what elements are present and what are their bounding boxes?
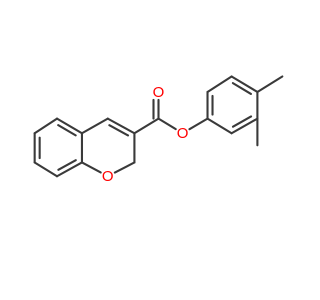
bond-aryl-c3-aryl-c4 <box>230 75 259 94</box>
bond-aryl-c5-aryl-c6-inner <box>231 115 253 128</box>
bond-ring-a-c5-ring-a-c6 <box>55 117 84 135</box>
bond-carbonyl-c-ester-o <box>157 117 177 131</box>
bond-ring-a-c5-ring-b-c4 <box>80 117 109 135</box>
atom-label-ring-b-o1: O <box>102 168 114 185</box>
bond-ring-a-c2-ring-a-c3 <box>33 161 59 178</box>
bond-aryl-c2-aryl-c3 <box>206 75 233 94</box>
bond-ring-b-c3-carbonyl-c <box>133 117 160 135</box>
bond-ring-a-c6-ring-a-c1 <box>33 117 59 135</box>
atom-label-carbonyl-o: O <box>153 84 165 101</box>
bond-aryl-c3-aryl-c4-inner <box>231 82 253 95</box>
bond-ring-b-c4-ring-b-c3-inner <box>108 124 130 137</box>
bond-ring-b-c4-ring-b-c3 <box>106 117 136 135</box>
bond-ring-a-c5-ring-a-c6-inner <box>57 124 77 137</box>
molecule-structure: O O O <box>33 75 284 185</box>
bond-ring-b-c2-ring-b-o1 <box>113 161 136 174</box>
bond-ring-b-o1-ring-a-c4 <box>80 161 102 174</box>
bond-aryl-c5-aryl-c6 <box>230 117 259 135</box>
bond-aryl-c4-methyl-c4 <box>256 75 284 94</box>
bond-ester-o-aryl-c1 <box>188 117 209 131</box>
atom-label-ester-o: O <box>177 125 189 142</box>
bond-aryl-c6-aryl-c1 <box>206 117 233 135</box>
structure-canvas: O O O <box>33 75 284 185</box>
bond-ring-a-c3-ring-a-c4 <box>55 161 84 178</box>
bond-ring-a-c3-ring-a-c4-inner <box>57 159 77 171</box>
